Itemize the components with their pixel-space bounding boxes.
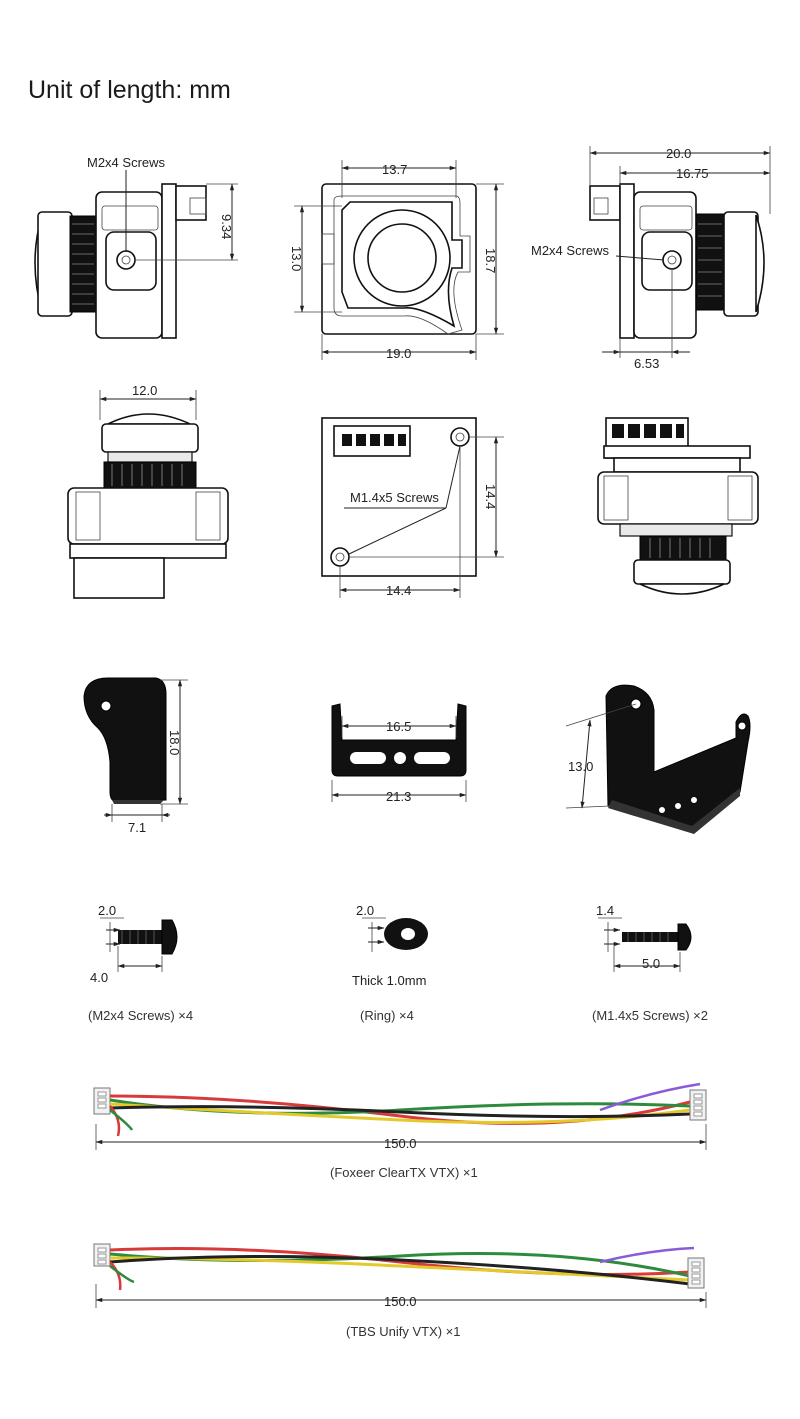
m2-screw-head-dim: 2.0 — [98, 903, 116, 918]
clip-height-dim: 18.0 — [167, 730, 182, 755]
side-right-mid-width-dim: 16.75 — [676, 166, 709, 181]
cable2-length-dim: 150.0 — [384, 1294, 417, 1309]
camera-bottom-view — [597, 417, 759, 595]
ring: 2.0 Thick 1.0mm (Ring) ×4 — [352, 903, 428, 1023]
camera-side-view-left: M2x4 Screws 9.34 — [34, 155, 238, 339]
m14-screw: 1.4 5.0 (M1.4x5 Screws) ×2 — [592, 903, 708, 1023]
side-right-screw-label: M2x4 Screws — [531, 243, 610, 258]
ring-dia-dim: 2.0 — [356, 903, 374, 918]
camera-back-view: M1.4x5 Screws 14.4 14.4 — [321, 417, 504, 598]
cable2-caption: (TBS Unify VTX) ×1 — [346, 1324, 461, 1339]
u-flat-inner-dim: 16.5 — [386, 719, 411, 734]
m14-screw-length-dim: 5.0 — [642, 956, 660, 971]
u-bracket-3d: 13.0 — [565, 684, 751, 834]
cable1-length-dim: 150.0 — [384, 1136, 417, 1151]
side-right-total-width-dim: 20.0 — [666, 146, 691, 161]
side-left-height-dim: 9.34 — [219, 214, 234, 239]
front-width-top-dim: 13.7 — [382, 162, 407, 177]
back-vertical-hole-dim: 14.4 — [483, 484, 498, 509]
u-bracket-height-dim: 13.0 — [568, 759, 593, 774]
m14-screw-head-dim: 1.4 — [596, 903, 614, 918]
front-width-bottom-dim: 19.0 — [386, 346, 411, 361]
ring-caption: (Ring) ×4 — [360, 1008, 414, 1023]
cable-tbs-unify: 150.0 (TBS Unify VTX) ×1 — [93, 1243, 707, 1339]
front-height-right-dim: 18.7 — [483, 248, 498, 273]
u-flat-outer-dim: 21.3 — [386, 789, 411, 804]
cable-foxeer-cleartx: 150.0 (Foxeer ClearTX VTX) ×1 — [93, 1082, 707, 1180]
back-horizontal-hole-dim: 14.4 — [386, 583, 411, 598]
front-height-left-dim: 13.0 — [289, 246, 304, 271]
cable1-caption: (Foxeer ClearTX VTX) ×1 — [330, 1165, 478, 1180]
side-left-screw-label: M2x4 Screws — [87, 155, 166, 170]
camera-top-view: 12.0 — [67, 383, 229, 599]
camera-side-view-right: 20.0 16.75 M2x4 Screws 6.53 — [531, 146, 771, 371]
page-title: Unit of length: mm — [28, 76, 231, 104]
m2-screw-length-dim: 4.0 — [90, 970, 108, 985]
side-right-offset-dim: 6.53 — [634, 356, 659, 371]
m2-screw: 2.0 4.0 (M2x4 Screws) ×4 — [88, 903, 193, 1023]
top-lens-width-dim: 12.0 — [132, 383, 157, 398]
back-screw-label: M1.4x5 Screws — [350, 490, 439, 505]
m14-screw-caption: (M1.4x5 Screws) ×2 — [592, 1008, 708, 1023]
ring-thickness-note: Thick 1.0mm — [352, 973, 426, 988]
camera-front-view: 13.7 13.0 18.7 19.0 — [289, 160, 504, 361]
u-flat-bracket: 16.5 21.3 — [331, 703, 467, 804]
clip-bracket: 18.0 7.1 — [83, 677, 188, 835]
m2-screw-caption: (M2x4 Screws) ×4 — [88, 1008, 193, 1023]
clip-width-dim: 7.1 — [128, 820, 146, 835]
